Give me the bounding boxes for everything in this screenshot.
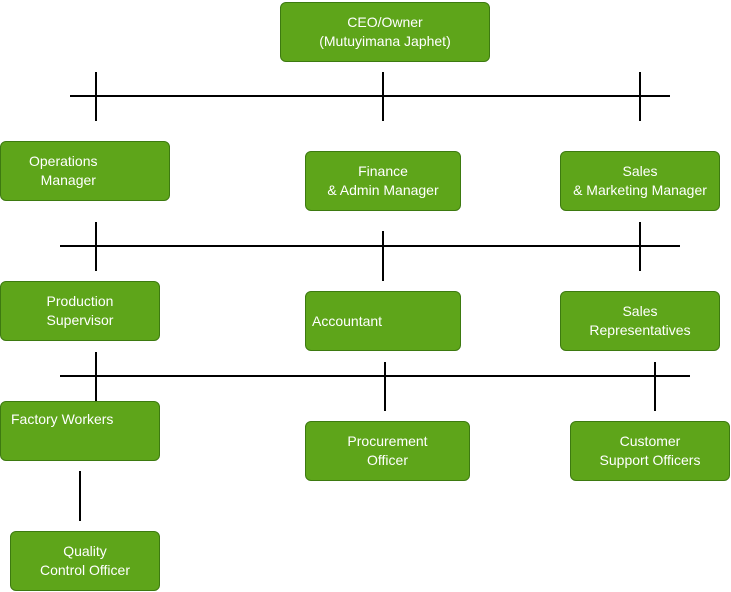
ceo-node[interactable]: CEO/Owner (Mutuyimana Japhet) [280, 2, 490, 62]
production-supervisor-node[interactable]: Production Supervisor [0, 281, 160, 341]
customer-support-officers-label: Customer Support Officers [599, 433, 701, 468]
factory-workers-node[interactable]: Factory Workers [0, 401, 160, 461]
procurement-officer-label: Procurement Officer [347, 433, 428, 468]
procurement-officer-node[interactable]: Procurement Officer [305, 421, 470, 481]
ceo-label: CEO/Owner (Mutuyimana Japhet) [319, 14, 451, 49]
production-supervisor-label: Production Supervisor [46, 293, 114, 328]
operations-manager-label: Operations Manager [29, 153, 98, 188]
accountant-label: Accountant [312, 312, 383, 329]
sales-representatives-node[interactable]: Sales Representatives [560, 291, 720, 351]
accountant-node[interactable]: Accountant [305, 291, 461, 351]
quality-control-officer-node[interactable]: Quality Control Officer [10, 531, 160, 591]
operations-manager-node[interactable]: Operations Manager [0, 141, 170, 201]
factory-workers-label: Factory Workers [11, 411, 114, 427]
sales-marketing-manager-node[interactable]: Sales & Marketing Manager [560, 151, 720, 211]
customer-support-officers-node[interactable]: Customer Support Officers [570, 421, 730, 481]
finance-admin-manager-label: Finance & Admin Manager [327, 163, 439, 198]
quality-control-officer-label: Quality Control Officer [40, 543, 130, 578]
finance-admin-manager-node[interactable]: Finance & Admin Manager [305, 151, 461, 211]
sales-representatives-label: Sales Representatives [589, 303, 691, 338]
sales-marketing-manager-label: Sales & Marketing Manager [573, 163, 707, 198]
